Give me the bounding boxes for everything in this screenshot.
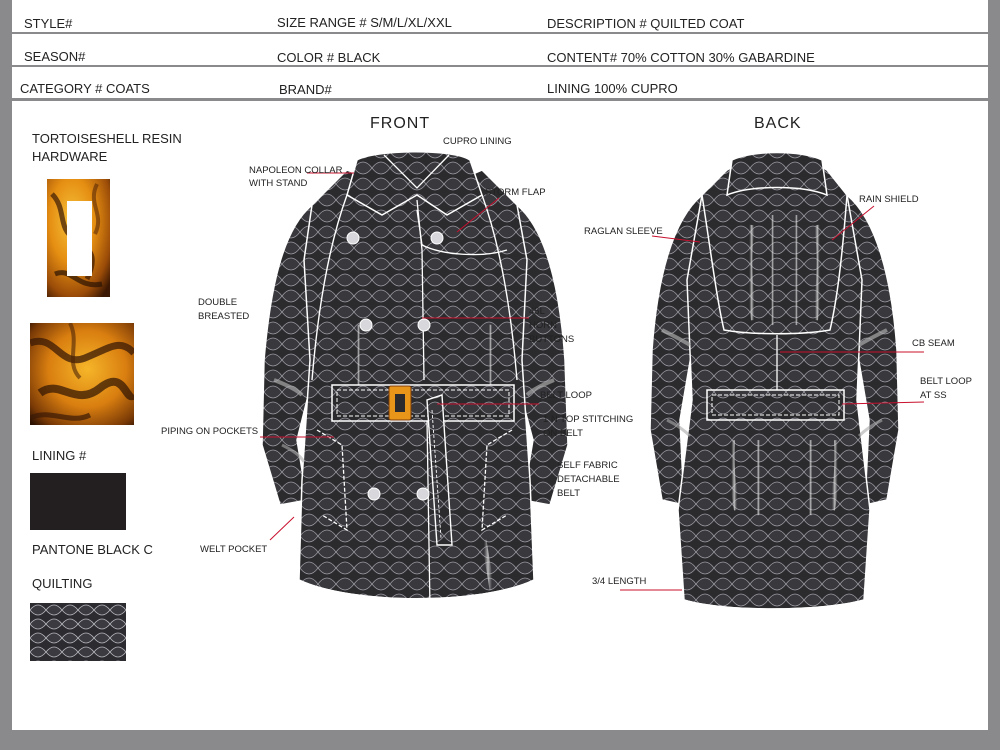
belt-loop-label: BELT LOOP bbox=[540, 390, 592, 401]
quilting-swatch bbox=[30, 603, 126, 661]
front-view-title: FRONT bbox=[370, 115, 431, 132]
spec-header: STYLE# SEASON# CATEGORY # COATS SIZE RAN… bbox=[12, 0, 988, 101]
belt-loop-ss-label-line1: BELT LOOP bbox=[920, 376, 972, 387]
double-breasted-label-line2: BREASTED bbox=[198, 311, 250, 322]
pantone-label: PANTONE BLACK C bbox=[32, 542, 153, 557]
length-label: 3/4 LENGTH bbox=[592, 576, 647, 587]
napoleon-collar-label-line1: NAPOLEON COLLAR bbox=[249, 165, 343, 176]
welt-pocket-label: WELT POCKET bbox=[200, 544, 268, 555]
cupro-lining-label: CUPRO LINING bbox=[443, 136, 512, 147]
self-fabric-belt-label-line1: SELF FABRIC bbox=[557, 460, 618, 471]
season-field: SEASON# bbox=[24, 49, 86, 64]
top-stitching-label-line1: 1 N TOP STITCHING bbox=[543, 414, 634, 425]
double-breasted-label-line1: DOUBLE bbox=[198, 297, 238, 308]
header-divider bbox=[12, 65, 988, 67]
tortoiseshell-buckle-swatch bbox=[47, 179, 110, 297]
self-fabric-belt-label-line2: DETACHABLE bbox=[557, 474, 620, 485]
top-stitching-label-line2: ON BELT bbox=[543, 428, 583, 439]
front-coat bbox=[261, 151, 569, 609]
lining-label: LINING # bbox=[32, 448, 87, 463]
horn-buttons-label-line1: 45L bbox=[529, 306, 545, 317]
brand-field: BRAND# bbox=[279, 82, 332, 97]
quilting-label: QUILTING bbox=[32, 576, 93, 591]
napoleon-collar-label-line2: WITH STAND bbox=[249, 178, 308, 189]
lining-color-swatch bbox=[30, 473, 126, 530]
tech-pack-sheet: STYLE# SEASON# CATEGORY # COATS SIZE RAN… bbox=[12, 0, 988, 730]
lining-field: LINING 100% CUPRO bbox=[547, 81, 678, 96]
rain-shield-label: RAIN SHIELD bbox=[859, 194, 919, 205]
back-view-title: BACK bbox=[754, 115, 802, 132]
raglan-sleeve-label: RAGLAN SLEEVE bbox=[584, 226, 663, 237]
description-field: DESCRIPTION # QUILTED COAT bbox=[547, 16, 745, 31]
category-field: CATEGORY # COATS bbox=[20, 81, 150, 96]
color-field: COLOR # BLACK bbox=[277, 50, 381, 65]
horn-buttons-label-line3: BUTTONS bbox=[529, 334, 575, 345]
content-field: CONTENT# 70% COTTON 30% GABARDINE bbox=[547, 50, 815, 65]
tortoiseshell-resin-swatch bbox=[30, 323, 134, 425]
self-fabric-belt-label-line3: BELT bbox=[557, 488, 581, 499]
piping-pockets-label: PIPING ON POCKETS bbox=[161, 426, 259, 437]
leader-lines bbox=[260, 172, 925, 591]
cb-seam-label: CB SEAM bbox=[912, 338, 955, 349]
style-field: STYLE# bbox=[24, 16, 73, 31]
horn-buttons-label-line2: HORN bbox=[529, 320, 557, 331]
hardware-label: TORTOISESHELL RESIN HARDWARE bbox=[32, 131, 182, 164]
size-range-field: SIZE RANGE # S/M/L/XL/XXL bbox=[277, 15, 452, 30]
header-divider bbox=[12, 32, 988, 34]
storm-flap-label: STORM FLAP bbox=[485, 187, 546, 198]
coat-flat-sketches bbox=[260, 151, 925, 610]
belt-loop-ss-label-line2: AT SS bbox=[920, 390, 947, 401]
back-coat bbox=[649, 151, 900, 610]
bottom-frame-bar bbox=[0, 730, 1000, 750]
